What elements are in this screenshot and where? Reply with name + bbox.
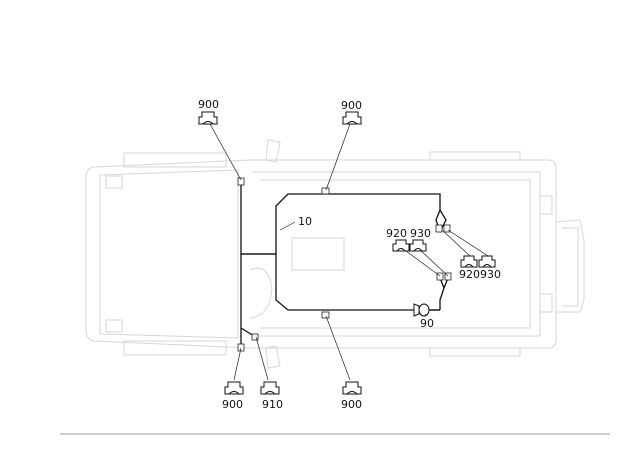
bulb-90-icon: [413, 303, 440, 317]
label-900-bottom-right: 900: [341, 398, 362, 411]
connector-front-left-bottom: [237, 343, 245, 352]
label-930-right: 930: [480, 268, 501, 281]
label-910-bottom: 910: [262, 398, 283, 411]
connector-rear-mid-a: [436, 272, 444, 281]
connector-910-bottom-icon: [260, 381, 280, 395]
connector-920-mid-icon: [392, 239, 410, 252]
label-920-right: 920: [459, 268, 480, 281]
connector-900-bottom-left-icon: [224, 381, 244, 395]
label-90-bulb: 90: [420, 317, 434, 330]
connector-930-right-icon: [478, 255, 496, 268]
leader-lines: [209, 123, 489, 381]
connector-930-mid-icon: [409, 239, 427, 252]
connector-front-left-top: [237, 177, 245, 186]
callout-labels: 900 900 10 920 930 920 930 90 900 910 90…: [198, 98, 501, 411]
connector-rear-top-a: [435, 224, 443, 233]
connector-symbols: [198, 111, 496, 395]
connector-920-right-icon: [460, 255, 478, 268]
label-10-harness: 10: [298, 215, 312, 228]
harness-wires: [240, 182, 449, 346]
connector-front-right-bottom: [321, 311, 330, 319]
label-930-mid: 930: [410, 227, 431, 240]
connector-910: [251, 333, 259, 341]
connector-900-front-right-icon: [342, 111, 362, 125]
connector-900-front-left-icon: [198, 111, 218, 125]
label-900-bottom-left: 900: [222, 398, 243, 411]
connector-900-bottom-right-icon: [342, 381, 362, 395]
label-900-front-left: 900: [198, 98, 219, 111]
connector-front-right-top: [321, 187, 330, 195]
label-900-front-right: 900: [341, 99, 362, 112]
harness-connectors: [237, 177, 452, 352]
connector-rear-mid-b: [444, 272, 452, 281]
vehicle-outline: [85, 139, 585, 369]
label-920-mid: 920: [386, 227, 407, 240]
connector-rear-top-b: [443, 224, 451, 233]
